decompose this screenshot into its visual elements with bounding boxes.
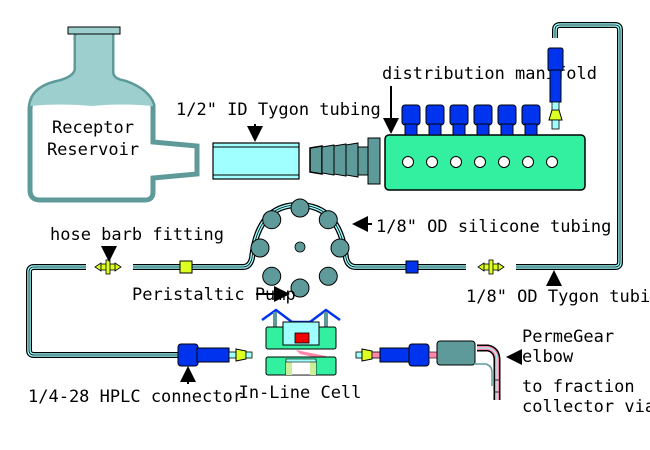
silicone-label: 1/8" OD silicone tubing: [376, 217, 611, 237]
manifold-port-cap: [521, 104, 541, 126]
manifold-ports: [401, 104, 541, 136]
outflow-tubing-right: [516, 22, 623, 270]
cell-receptor-chamber: [294, 332, 310, 344]
manifold-port-cap: [449, 104, 469, 126]
pump-roller: [290, 278, 310, 298]
manifold-hole: [474, 156, 486, 168]
pump-label: Peristaltic Pump: [132, 285, 296, 305]
hose-barb-fitting-left[interactable]: [94, 259, 122, 275]
left-loop-tubing: [26, 264, 178, 358]
manifold-port-stem: [476, 123, 490, 136]
hplc-connector: [177, 343, 253, 367]
permegear-label-2: elbow: [522, 347, 574, 367]
manifold-label: distribution manifold: [382, 64, 597, 84]
pump-roller: [262, 210, 282, 230]
manifold-hole: [426, 156, 438, 168]
receptor-liquid: [30, 30, 153, 110]
peristaltic-pump: [250, 198, 350, 298]
pump-roller: [262, 266, 282, 286]
manifold-outlet-ferrule: [548, 109, 563, 121]
tygon-eighth-label: 1/8" OD Tygon tubing: [466, 287, 650, 307]
pump-roller: [318, 266, 338, 286]
receptor-reservoir: Receptor Reservoir: [27, 26, 200, 203]
hplc-label: 1/4-28 HPLC connector: [28, 387, 243, 407]
bottle-lip: [67, 26, 121, 35]
inline-cell-label: In-Line Cell: [239, 383, 362, 403]
silicone-junction-right: [405, 260, 419, 274]
pump-hub: [294, 241, 306, 253]
fraction-label-2: collector vial: [522, 397, 650, 417]
manifold-hole: [402, 156, 414, 168]
outlet-assembly: [355, 343, 438, 367]
permegear-elbow: [436, 340, 501, 400]
permegear-label-1: PermeGear: [522, 327, 614, 347]
tygon-half-label: 1/2" ID Tygon tubing: [176, 100, 381, 120]
manifold-holes: [402, 156, 558, 168]
manifold-port-cap: [473, 104, 493, 126]
manifold-port-cap: [425, 104, 445, 126]
silicone-junction-left: [179, 260, 193, 274]
pump-roller: [250, 238, 270, 258]
manifold-hole: [450, 156, 462, 168]
fraction-label-1: to fraction: [522, 377, 635, 397]
hose-barb-label: hose barb fitting: [50, 225, 224, 245]
manifold-port-stem: [404, 123, 418, 136]
manifold-hole: [522, 156, 534, 168]
manifold-port-cap: [497, 104, 517, 126]
hose-barb-fitting-right[interactable]: [477, 259, 505, 275]
manifold-hole: [546, 156, 558, 168]
pump-roller: [290, 198, 310, 218]
reservoir-label-2: Reservoir: [47, 140, 139, 160]
manifold-port-stem: [428, 123, 442, 136]
tygon-half-inch-tubing: 1/2" ID Tygon tubing: [176, 100, 381, 180]
reservoir-label-1: Receptor: [52, 118, 134, 138]
manifold-port-stem: [500, 123, 514, 136]
pump-roller: [330, 238, 350, 258]
in-line-cell: [261, 308, 341, 376]
manifold-hole: [498, 156, 510, 168]
manifold-barb: [309, 137, 381, 185]
manifold-outlet-connector: [547, 47, 564, 72]
distribution-manifold: distribution manifold: [382, 64, 597, 191]
manifold-port-cap: [401, 104, 421, 126]
manifold-port-stem: [452, 123, 466, 136]
pump-roller: [318, 210, 338, 230]
manifold-port-stem: [524, 123, 538, 136]
